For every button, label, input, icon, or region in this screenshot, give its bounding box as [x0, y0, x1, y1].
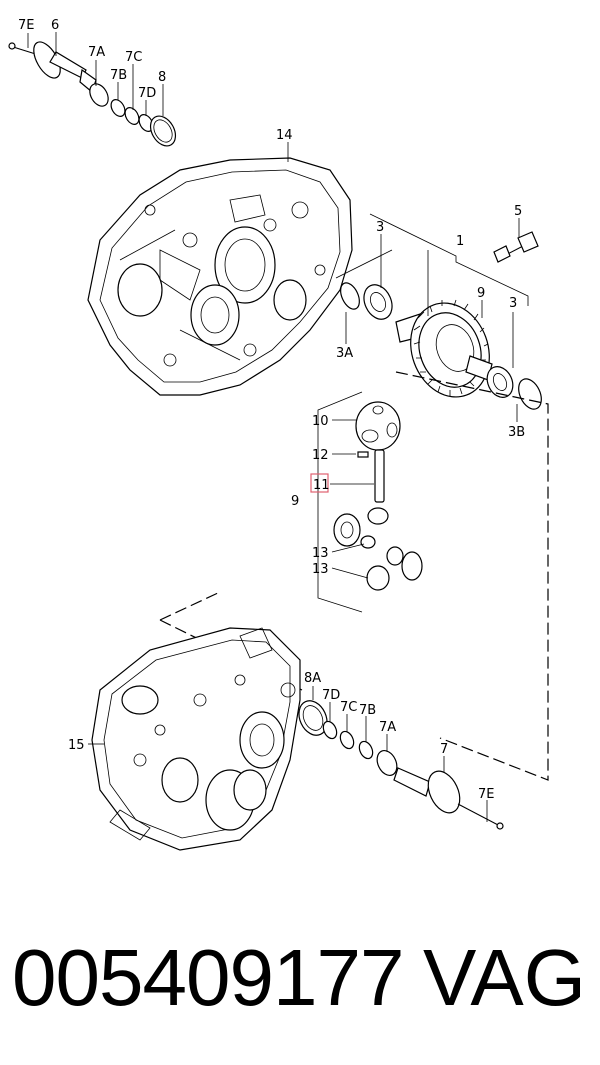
exploded-parts-diagram: 7E 6 7A 7B 7C 7D 8 14 5 3 1 9 3 3A 3B 10… [8, 18, 549, 851]
callout-14: 14 [276, 128, 293, 143]
bolt-5 [493, 231, 539, 263]
flange-shaft-top [8, 41, 177, 147]
differential-crown-gear-9 [395, 299, 493, 398]
callout-9-left: 9 [291, 494, 299, 509]
callout-7c-top: 7C [125, 50, 142, 65]
callout-8: 8 [158, 70, 166, 85]
callout-3-left: 3 [376, 220, 384, 235]
transmission-housing-14 [87, 157, 353, 396]
callout-3a: 3A [336, 346, 353, 361]
bearing-3-right [486, 366, 514, 398]
callout-7b-top: 7B [110, 68, 127, 83]
callout-13-b: 13 [312, 562, 329, 577]
callout-7: 7 [440, 742, 448, 757]
callout-12: 12 [312, 448, 329, 463]
callout-6: 6 [51, 18, 59, 33]
callout-5: 5 [514, 204, 522, 219]
part-number: 005409177 [12, 933, 404, 1022]
callout-10: 10 [312, 414, 329, 429]
callout-11-highlight [310, 473, 329, 493]
callout-8a: 8A [304, 671, 321, 686]
shim-3b [518, 378, 542, 410]
part-footer: 005409177 VAG [0, 928, 600, 1038]
planet-gears-13 [333, 507, 423, 591]
callout-15: 15 [68, 738, 85, 753]
callout-3b: 3B [508, 425, 525, 440]
pin-12 [357, 451, 369, 458]
callout-7a-bot: 7A [379, 720, 396, 735]
callout-3-right: 3 [509, 296, 517, 311]
callout-7c-bot: 7C [340, 700, 357, 715]
brand-label: VAG [422, 933, 586, 1022]
callout-7e-top: 7E [18, 18, 35, 33]
gearbox-housing-15 [91, 627, 301, 851]
shaft-11 [374, 449, 385, 503]
callout-1: 1 [456, 234, 464, 249]
callout-7d-top: 7D [138, 86, 156, 101]
shim-3a [340, 282, 360, 310]
callout-9-right: 9 [477, 286, 485, 301]
flange-shaft-bottom [298, 700, 504, 830]
differential-housing-10 [355, 401, 401, 451]
bearing-3-left [363, 284, 393, 320]
callout-7a-top: 7A [88, 45, 105, 60]
callout-13-a: 13 [312, 546, 329, 561]
callout-7b-bot: 7B [359, 703, 376, 718]
callout-7d-bot: 7D [322, 688, 340, 703]
callout-11: 11 [313, 478, 330, 493]
callout-7e-bot: 7E [478, 787, 495, 802]
